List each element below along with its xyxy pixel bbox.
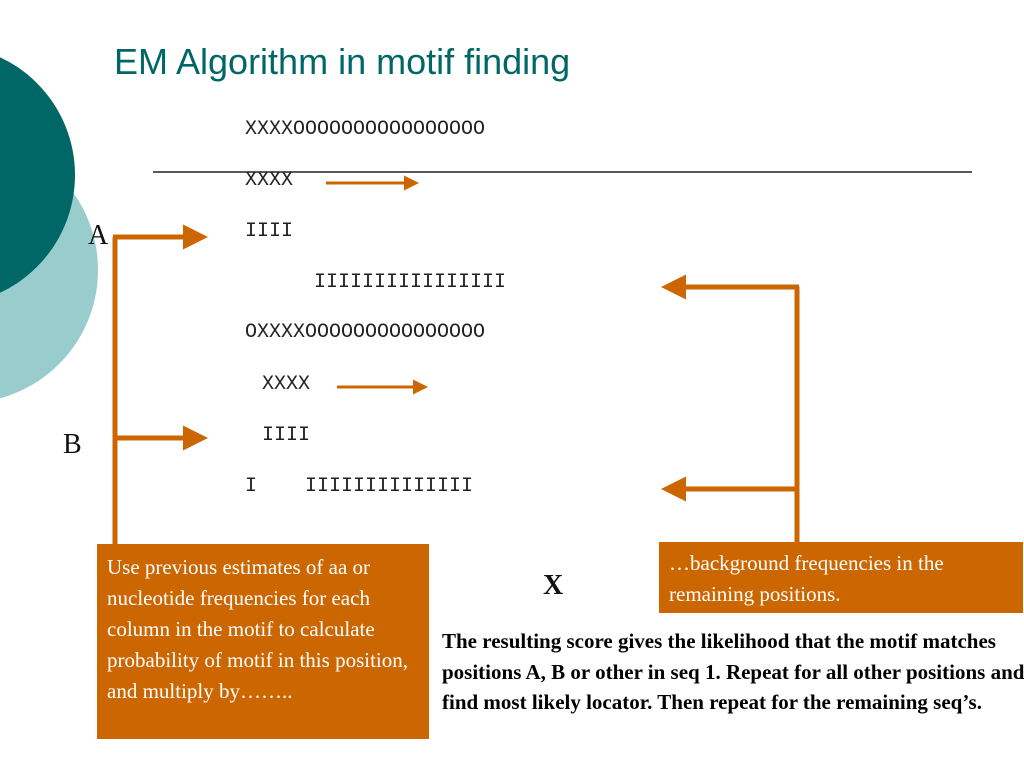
seq1-background-marker: IIIIIIIIIIIIIIII — [314, 271, 507, 294]
label-position-b: B — [63, 429, 82, 460]
motif-probability-box: Use previous estimates of aa or nucleoti… — [97, 544, 429, 739]
label-multiply-x: X — [543, 570, 564, 601]
seq2-motif-guess: XXXX — [262, 373, 311, 396]
seq2-background-marker: I IIIIIIIIIIIIII — [245, 475, 474, 498]
result-explanation: The resulting score gives the likelihood… — [442, 629, 1024, 714]
seq1-full: XXXXOOOOOOOOOOOOOOOO — [245, 118, 486, 141]
background-frequency-box: …background frequencies in the remaining… — [659, 542, 1023, 613]
seq1-motif-marker: IIII — [245, 220, 294, 243]
slide-title: EM Algorithm in motif finding — [114, 41, 571, 82]
seq1-motif-guess: XXXX — [245, 169, 294, 192]
seq2-full: OXXXXOOOOOOOOOOOOOOO — [245, 321, 486, 344]
dark-teal-circle — [0, 57, 75, 293]
seq2-motif-marker: IIII — [262, 424, 311, 447]
decorative-circles — [0, 57, 98, 399]
label-position-a: A — [88, 220, 109, 251]
